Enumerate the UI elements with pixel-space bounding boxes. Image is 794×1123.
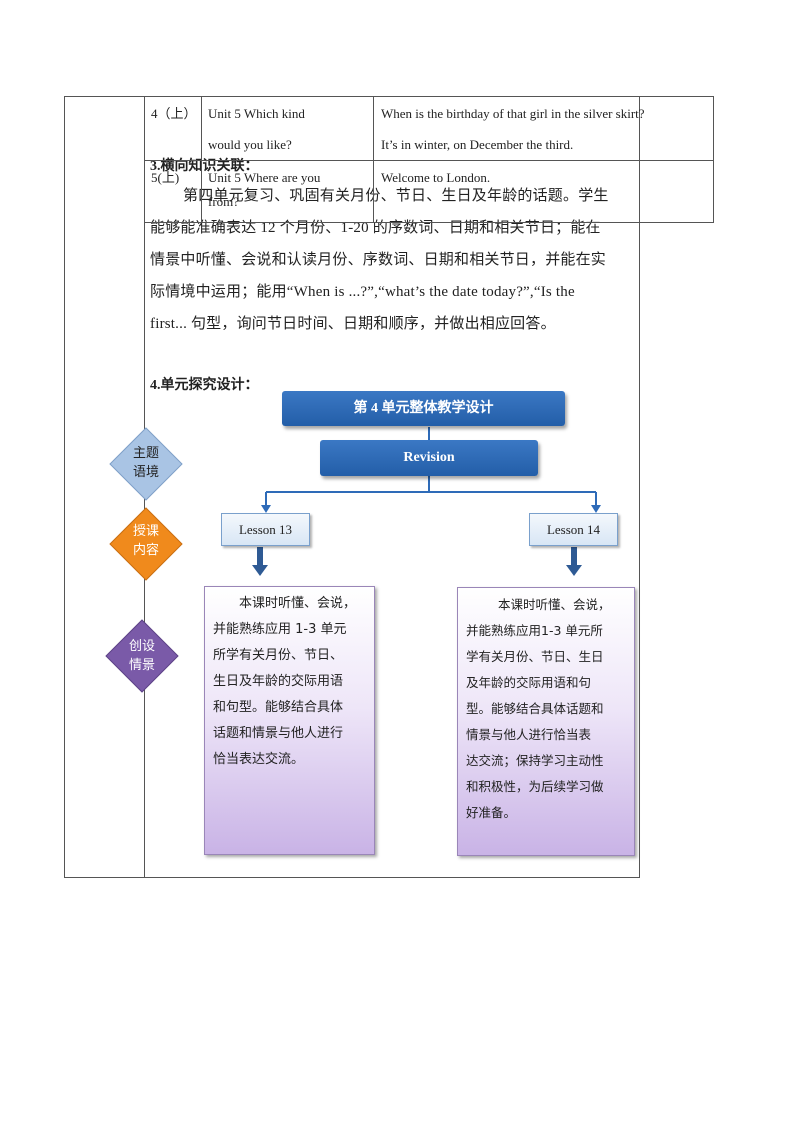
table-bottom-border	[144, 222, 714, 223]
lesson-14-line-3: 学有关月份、节日、生日	[466, 649, 604, 664]
section3-line-5: first... 句型，询问节日时间、日期和顺序，并做出相应回答。	[150, 316, 556, 332]
diamond-2-line-1: 授课	[132, 524, 159, 539]
table-col-divider-1	[201, 96, 202, 222]
table-row-2-title-line-2: from?	[208, 194, 240, 209]
lesson-13-line-3: 所学有关月份、节日、	[213, 648, 344, 663]
diamond-1-line-2: 语境	[132, 465, 159, 480]
section3-line-1: 第四单元复习、巩固有关月份、节日、生日及年龄的话题。学生	[183, 188, 609, 204]
diamond-lesson-content	[109, 507, 183, 581]
lesson-14-line-5: 型。能够结合具体话题和	[466, 701, 604, 716]
lesson-13-line-2: 并能熟练应用 1-3 单元	[213, 622, 347, 637]
section3-line-2: 能够能准确表达 12 个月份、1-20 的序数词、日期和相关节日；能在	[150, 220, 601, 236]
lesson-14-line-7: 达交流；保持学习主动性	[466, 753, 604, 768]
lesson-13-line-6: 话题和情景与他人进行	[213, 726, 344, 741]
lesson-13-line-1: 本课时听懂、会说，	[239, 596, 357, 611]
table-row-2-sentence-1: Welcome to London.	[381, 170, 491, 185]
diamond-1-line-1: 主题	[132, 446, 159, 461]
table-col-divider-2	[373, 96, 374, 222]
lesson-13-description: 本课时听懂、会说， 并能熟练应用 1-3 单元 所学有关月份、节日、 生日及年龄…	[204, 586, 375, 855]
lesson-13-line-4: 生日及年龄的交际用语	[213, 674, 344, 689]
table-row-divider	[144, 160, 714, 161]
diamond-create-scene	[105, 619, 179, 693]
lesson-14-line-6: 情景与他人进行恰当表	[466, 727, 592, 742]
table-top-border	[144, 96, 714, 97]
diamond-theme-context-label: 主题 语境	[116, 444, 176, 482]
lesson-14-description: 本课时听懂、会说， 并能熟练应用1-3 单元所 学有关月份、节日、生日 及年龄的…	[457, 587, 635, 856]
section3-heading: 3.横向知识关联：	[150, 159, 259, 174]
section3-line-4: 际情境中运用；能用“When is ...?”,“what’s the date…	[150, 284, 575, 300]
lesson-14-box: Lesson 14	[529, 513, 618, 546]
table-row-1-sentence-2: It’s in winter, on December the third.	[381, 137, 574, 152]
revision-box: Revision	[320, 440, 538, 476]
lesson-14-line-4: 及年龄的交际用语和句	[466, 675, 592, 690]
table-right-border	[713, 96, 714, 222]
table-row-1-sentence-1: When is the birthday of that girl in the…	[381, 106, 645, 121]
lesson-13-line-7: 恰当表达交流。	[213, 752, 305, 767]
lesson-14-line-8: 和积极性，为后续学习做	[466, 779, 604, 794]
section4-heading: 4.单元探究设计：	[150, 378, 259, 393]
diamond-theme-context	[109, 427, 183, 501]
diamond-3-line-2: 情景	[128, 658, 155, 673]
diamond-lesson-content-label: 授课 内容	[116, 522, 176, 560]
table-row-2-unit-no: 5(上)	[151, 170, 180, 185]
lesson-13-box: Lesson 13	[221, 513, 310, 546]
lesson-13-line-5: 和句型。能够结合具体	[213, 700, 344, 715]
lesson-14-line-2: 并能熟练应用1-3 单元所	[466, 623, 603, 638]
table-row-1-title-line-2: would you like?	[208, 137, 292, 152]
section3-line-3: 情景中听懂、会说和认读月份、序数词、日期和相关节日，并能在实	[150, 252, 607, 268]
diamond-2-line-2: 内容	[132, 543, 159, 558]
diamond-create-scene-label: 创设 情景	[112, 637, 172, 675]
diamond-3-line-1: 创设	[128, 639, 155, 654]
lesson-14-line-1: 本课时听懂、会说，	[498, 597, 611, 612]
lesson-14-line-9: 好准备。	[466, 805, 517, 820]
table-row-1-title-line-1: Unit 5 Which kind	[208, 106, 305, 121]
table-row-2-title-line-1: Unit 5 Where are you	[208, 170, 321, 185]
table-row-1-unit-no: 4（上）	[151, 106, 197, 121]
unit-design-box: 第 4 单元整体教学设计	[282, 391, 565, 426]
